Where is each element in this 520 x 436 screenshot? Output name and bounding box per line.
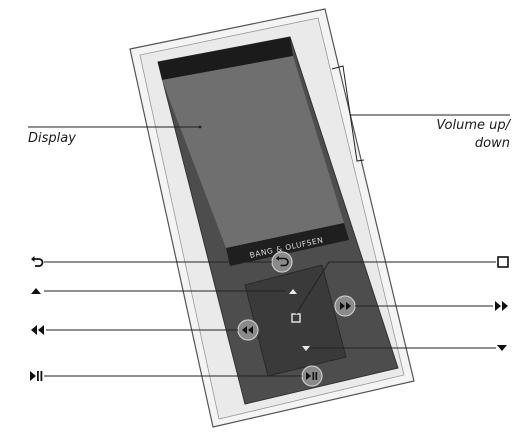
legend-back-icon xyxy=(31,256,44,267)
legend-forward-icon xyxy=(495,301,508,311)
play-pause-icon xyxy=(306,372,311,380)
display-callout-dot xyxy=(198,125,202,129)
volume-bracket xyxy=(331,65,365,162)
legend-rewind-icon xyxy=(31,325,44,335)
rewind-icon xyxy=(242,326,253,334)
player-device: BANG & OLUFSEN xyxy=(129,8,415,428)
volume-label-line2: down xyxy=(474,136,510,151)
legend-down-icon xyxy=(497,345,507,351)
legend-up-icon xyxy=(31,288,41,294)
volume-label-line1: Volume up/ xyxy=(436,118,510,133)
device-rewind-button[interactable] xyxy=(237,319,259,341)
display-screen xyxy=(162,56,344,248)
stop-callout-line xyxy=(295,261,496,315)
fast-forward-icon xyxy=(340,302,351,310)
device-up-button[interactable] xyxy=(289,289,297,294)
device-down-button[interactable] xyxy=(302,346,310,351)
display-top-bar xyxy=(158,37,293,80)
legend-stop-icon xyxy=(497,256,509,268)
brand-strip xyxy=(226,223,349,266)
device-back-button[interactable] xyxy=(271,251,293,273)
legend-play-pause-icon xyxy=(30,371,43,381)
back-arrow-icon xyxy=(277,257,289,267)
callout-lines xyxy=(28,65,510,377)
device-play-pause-button[interactable] xyxy=(301,365,323,387)
display-label: Display xyxy=(28,131,76,146)
device-forward-button[interactable] xyxy=(334,295,356,317)
